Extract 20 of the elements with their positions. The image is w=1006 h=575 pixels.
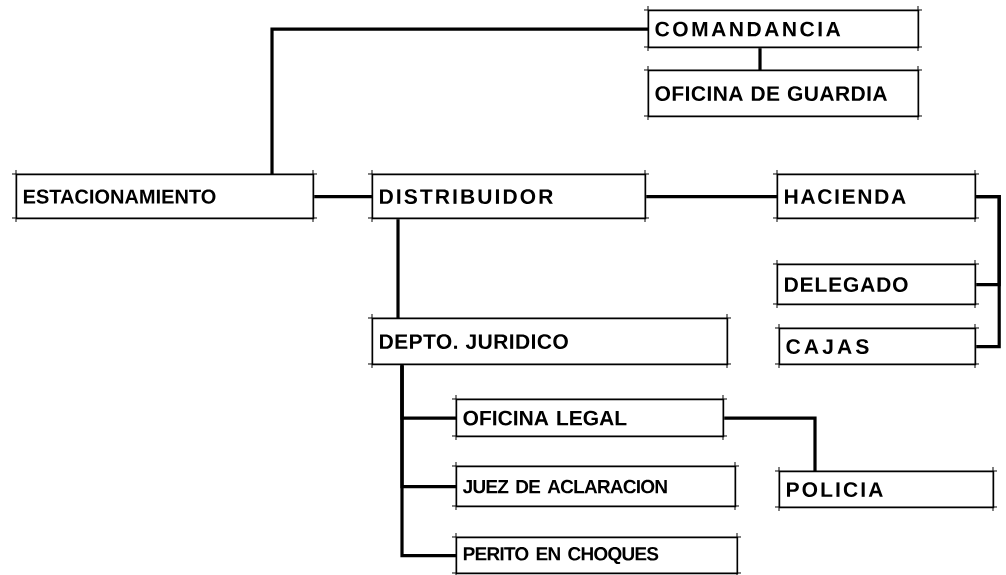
org-box: CAJAS <box>774 323 980 369</box>
connector-line <box>724 416 817 471</box>
org-box: ESTACIONAMIENTO <box>11 169 318 223</box>
org-box: DISTRIBUIDOR <box>367 169 650 223</box>
org-box: OFICINA DE GUARDIA <box>643 65 923 121</box>
org-box: OFICINA LEGAL <box>451 394 728 441</box>
org-box: COMANDANCIA <box>643 5 923 52</box>
connector-line <box>976 195 1001 349</box>
org-box: PERITO EN CHOQUES <box>451 532 742 575</box>
connector-line <box>270 27 648 174</box>
org-box: DELEGADO <box>772 259 980 309</box>
org-box: POLICIA <box>774 466 998 512</box>
connector-line <box>758 48 762 70</box>
connector-line <box>314 195 372 199</box>
connector-line <box>400 365 456 558</box>
connector-line <box>646 195 777 199</box>
org-box: JUEZ DE ACLARACION <box>451 461 740 511</box>
connector-line <box>396 219 400 318</box>
org-box: DEPTO. JURIDICO <box>367 313 732 369</box>
org-box: HACIENDA <box>772 169 980 223</box>
